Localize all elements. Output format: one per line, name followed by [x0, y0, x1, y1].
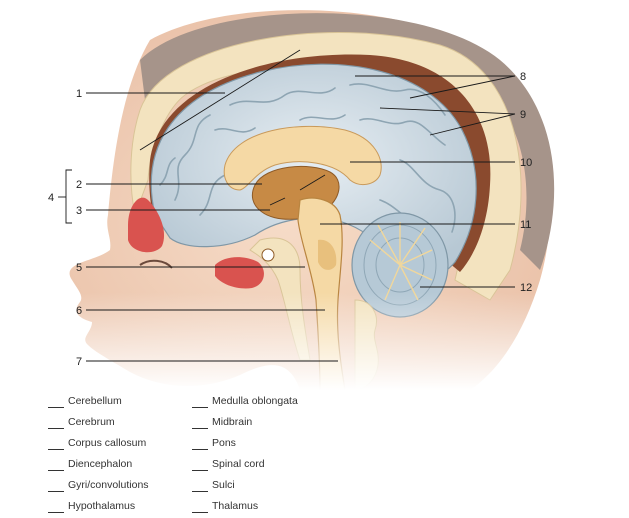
brain-sagittal-diagram: 1 2 3 4 5 6 7 8 9 10 11 12 — [0, 0, 629, 390]
term-diencephalon: Diencephalon — [68, 458, 133, 470]
callout-10: 10 — [520, 157, 532, 169]
callout-5: 5 — [76, 262, 82, 274]
callout-numbers: 1 2 3 4 5 6 7 8 9 10 11 12 — [48, 71, 532, 368]
term-corpus-callosum: Corpus callosum — [68, 437, 147, 449]
answer-blank[interactable] — [48, 449, 64, 450]
answer-blank[interactable] — [192, 407, 208, 408]
callout-1: 1 — [76, 88, 82, 100]
term-gyri-convolutions: Gyri/convolutions — [68, 479, 149, 491]
callout-2: 2 — [76, 179, 82, 191]
term-spinal-cord: Spinal cord — [212, 458, 265, 470]
leader-lines — [58, 49, 516, 362]
answer-blank[interactable] — [48, 428, 64, 429]
fade-overlay — [0, 0, 629, 390]
term-medulla-oblongata: Medulla oblongata — [212, 395, 298, 407]
answer-blank[interactable] — [48, 491, 64, 492]
term-cerebellum: Cerebellum — [68, 395, 122, 407]
term-pons: Pons — [212, 437, 236, 449]
answer-blank[interactable] — [48, 512, 64, 513]
answer-blank[interactable] — [48, 470, 64, 471]
answer-blank[interactable] — [192, 512, 208, 513]
answer-blank[interactable] — [192, 470, 208, 471]
callout-9: 9 — [520, 109, 526, 121]
callout-11: 11 — [520, 219, 531, 231]
term-thalamus: Thalamus — [212, 500, 259, 512]
callout-6: 6 — [76, 305, 82, 317]
answer-blank[interactable] — [192, 491, 208, 492]
term-sulci: Sulci — [212, 479, 235, 491]
answer-blank[interactable] — [48, 407, 64, 408]
term-hypothalamus: Hypothalamus — [68, 500, 136, 512]
term-cerebrum: Cerebrum — [68, 416, 115, 428]
callout-3: 3 — [76, 205, 82, 217]
callout-7: 7 — [76, 356, 82, 368]
term-midbrain: Midbrain — [212, 416, 253, 428]
callout-8: 8 — [520, 71, 526, 83]
answer-blank[interactable] — [192, 428, 208, 429]
callout-4: 4 — [48, 192, 54, 204]
callout-12: 12 — [520, 282, 532, 294]
answer-blank[interactable] — [192, 449, 208, 450]
